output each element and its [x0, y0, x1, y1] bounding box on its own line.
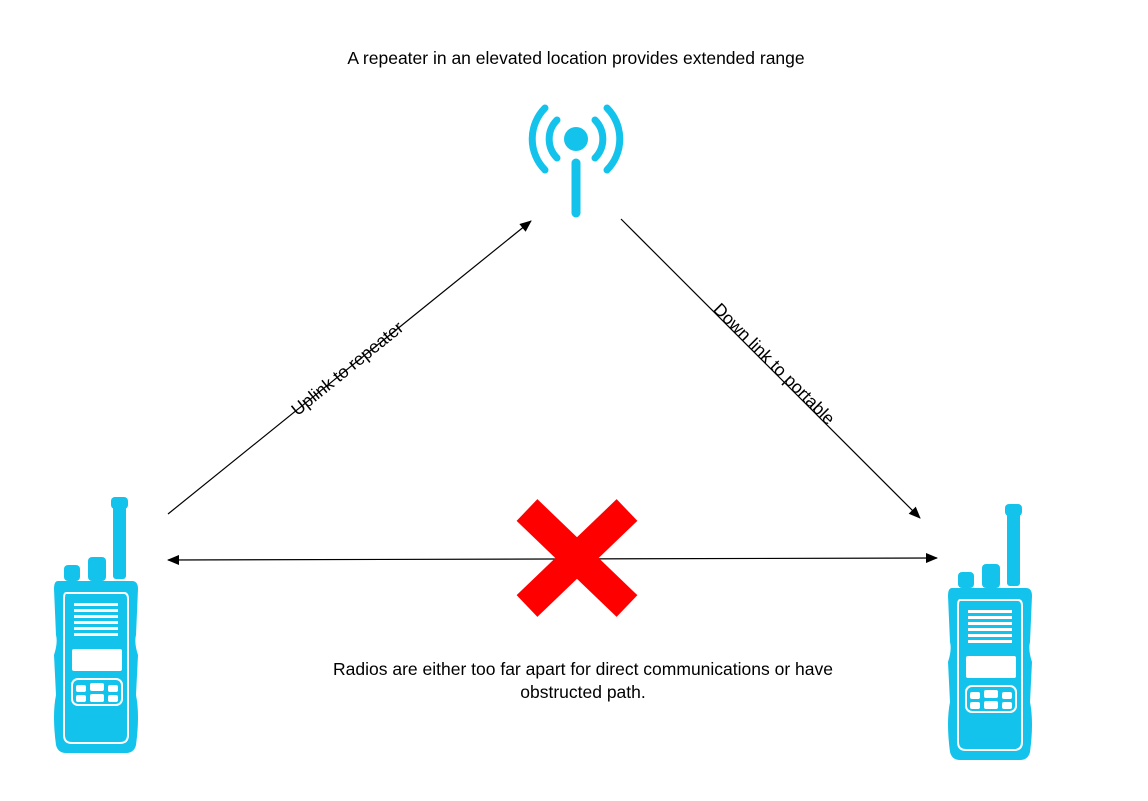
uplink-label: Uplink to repeater: [287, 317, 407, 420]
handheld-radio-icon: [947, 503, 1033, 761]
downlink-arrow: [620, 218, 921, 519]
repeater-caption: A repeater in an elevated location provi…: [347, 48, 805, 68]
handheld-radio-icon: [53, 496, 139, 754]
direct-path-caption: Radios are either too far apart for dire…: [333, 659, 833, 702]
red-x-icon: [516, 499, 638, 617]
uplink-arrow: [167, 220, 532, 515]
antenna-signal-icon: [528, 104, 624, 218]
downlink-label: Down link to portable: [709, 299, 839, 429]
direct-path-arrow: [167, 553, 938, 565]
